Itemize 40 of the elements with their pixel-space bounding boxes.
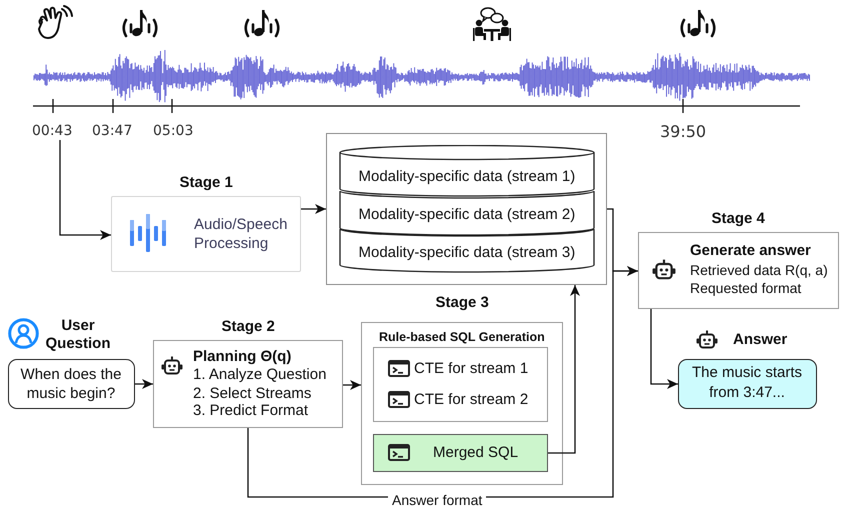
stream-label: Modality-specific data (stream 1) — [358, 168, 576, 186]
timestamp-label: 03:47 — [92, 123, 132, 140]
edge-label: Answer format — [388, 492, 486, 508]
stream-label: Modality-specific data (stream 3) — [358, 244, 576, 262]
stage-heading: Stage 1 — [180, 174, 233, 192]
stage-heading: Stage 2 — [222, 318, 275, 336]
database-cylinder-segment — [339, 145, 595, 197]
list-item: 1. Analyze Question — [193, 366, 326, 384]
timestamp-label: 05:03 — [153, 123, 194, 140]
answer-text: The music starts from 3:47... — [690, 363, 804, 403]
database-panel — [326, 133, 607, 285]
box-text: Retrieved data R(q, a) — [690, 261, 828, 279]
arrow — [301, 204, 326, 214]
box-text: Requested format — [690, 279, 802, 297]
section-heading: Answer — [733, 331, 788, 349]
timestamp-label: 00:43 — [32, 123, 72, 140]
box-title: Planning Θ(q) — [193, 348, 292, 366]
arrow — [135, 379, 153, 389]
query-label: CTE for stream 1 — [414, 360, 528, 378]
question-text: When does the music begin? — [20, 365, 122, 403]
arrow — [343, 380, 361, 390]
arrow — [650, 309, 678, 389]
process-box — [373, 434, 548, 472]
group-title: Rule-based SQL Generation — [379, 329, 545, 345]
database-cylinder-segment — [339, 191, 595, 236]
stage-heading: Stage 3 — [436, 294, 489, 312]
query-label: CTE for stream 2 — [414, 391, 528, 409]
box-title: Generate answer — [690, 242, 811, 260]
process-label: Audio/Speech Processing — [194, 215, 288, 253]
database-cylinder-segment — [339, 229, 595, 273]
arrow — [59, 140, 111, 240]
list-item: 2. Select Streams — [193, 385, 312, 403]
stream-label: Modality-specific data (stream 2) — [358, 206, 576, 224]
process-label: Merged SQL — [433, 444, 518, 462]
timestamp-label: 39:50 — [660, 122, 706, 141]
arrow — [548, 285, 580, 454]
stage-heading: Stage 4 — [712, 210, 765, 228]
query-panel — [373, 347, 548, 422]
list-item: 3. Predict Format — [193, 402, 308, 420]
section-heading: User Question — [44, 317, 112, 353]
